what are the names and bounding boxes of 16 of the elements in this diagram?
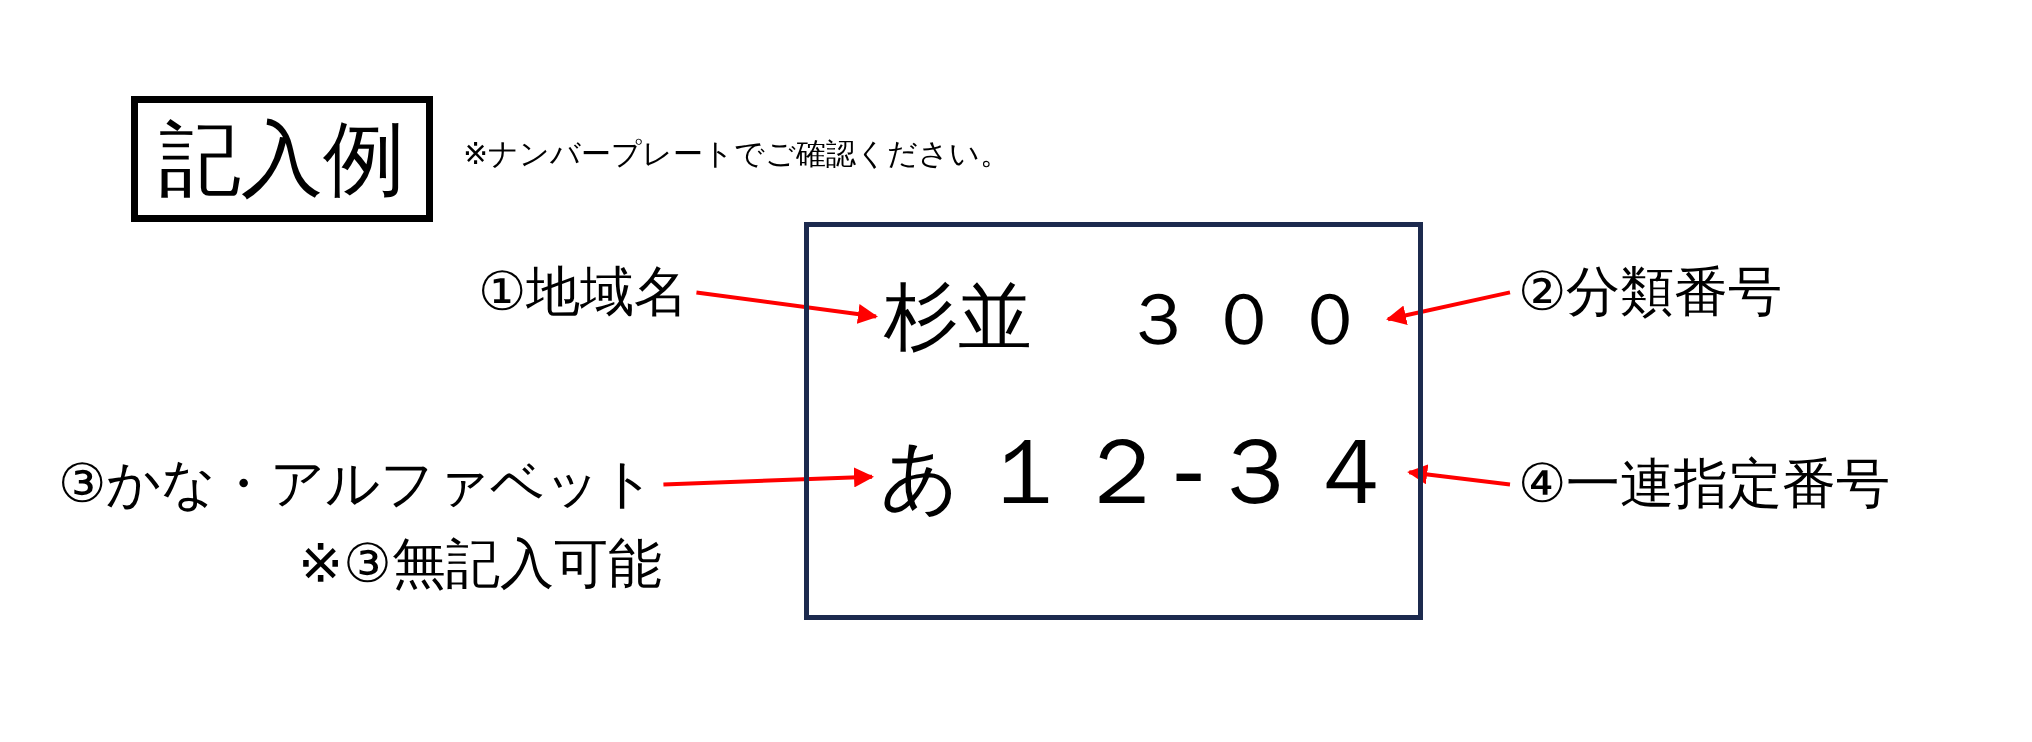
plate-text: あ bbox=[880, 430, 960, 524]
plate-text: １２-３４ bbox=[980, 417, 1402, 528]
license-plate-box bbox=[804, 222, 1423, 620]
arrow bbox=[663, 467, 874, 488]
note-text: ※③無記入可能 bbox=[298, 532, 662, 597]
note-text: ※ナンバープレートでご確認ください。 bbox=[463, 136, 1011, 172]
plate-text: ３００ bbox=[1122, 276, 1380, 363]
callout-label: ③かな・アルファベット bbox=[58, 452, 656, 517]
arrow bbox=[696, 290, 878, 324]
arrow bbox=[1386, 290, 1511, 326]
callout-label: ①地域名 bbox=[478, 260, 689, 325]
heading-box: 記入例 bbox=[131, 96, 433, 222]
callout-label: ②分類番号 bbox=[1518, 260, 1783, 325]
plate-text: 杉並 bbox=[884, 272, 1032, 361]
arrow bbox=[1407, 464, 1511, 487]
callout-label: ④一連指定番号 bbox=[1518, 452, 1891, 517]
